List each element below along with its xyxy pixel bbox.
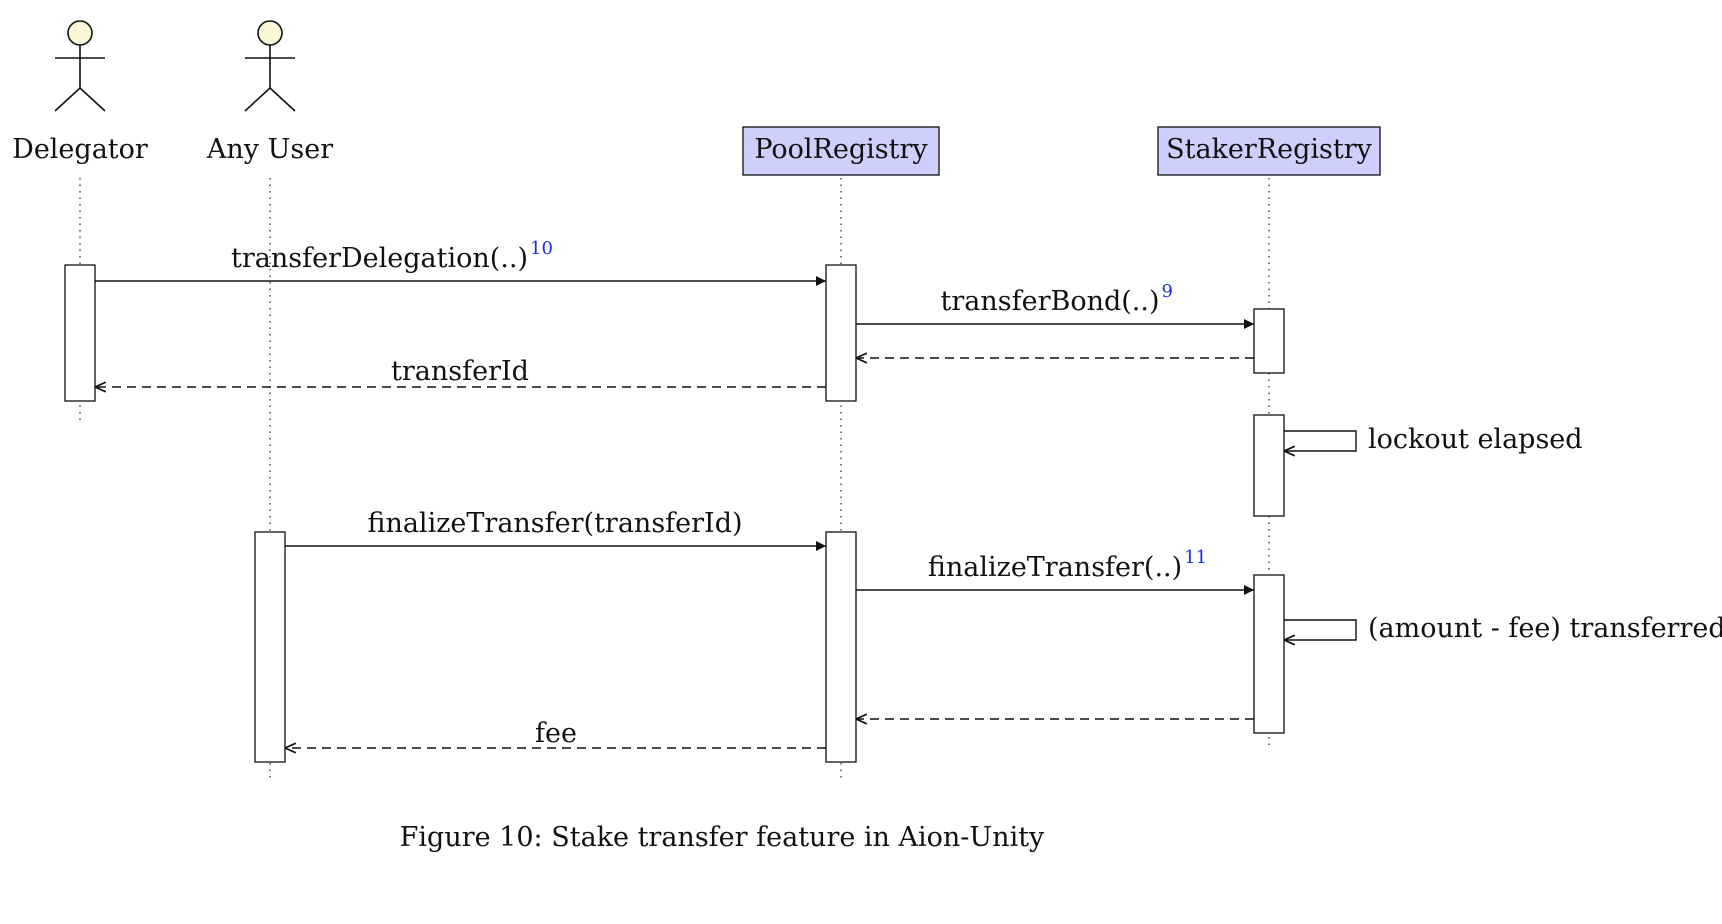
fee-label: fee (535, 718, 577, 749)
transfer-delegation-footnote: 10 (530, 238, 553, 259)
staker-registry-activation-1 (1253, 308, 1285, 374)
figure-caption: Figure 10: Stake transfer feature in Aio… (400, 822, 1045, 853)
pool-registry-activation-2 (825, 531, 857, 763)
pool-registry-box (742, 126, 940, 176)
transfer-delegation-label: transferDelegation(..) (231, 243, 528, 274)
finalize-transfer-footnote: 11 (1184, 547, 1207, 568)
lockout-elapsed-label: lockout elapsed (1368, 424, 1583, 455)
staker-registry-activation-3 (1253, 574, 1285, 734)
transfer-bond-footnote: 9 (1161, 281, 1172, 302)
fee-label-bg (530, 717, 582, 744)
transfer-id-label: transferId (391, 356, 529, 387)
delegator-actor-icon (54, 20, 106, 112)
any-user-label: Any User (206, 134, 333, 165)
amount-fee-self-arrow (1284, 619, 1357, 640)
staker-registry-label: StakerRegistry (1166, 134, 1373, 165)
pool-registry-activation-1 (825, 264, 857, 402)
delegator-label: Delegator (12, 134, 148, 165)
finalize-transfer-label: finalizeTransfer(..) (928, 552, 1182, 583)
lockout-self-arrow (1284, 430, 1357, 451)
amount-fee-transferred-label: (amount - fee) transferred (1368, 613, 1722, 644)
any-user-actor-icon (244, 20, 296, 112)
pool-registry-label: PoolRegistry (754, 134, 928, 165)
staker-registry-activation-2 (1253, 414, 1285, 517)
transfer-id-label-bg (392, 355, 532, 382)
transfer-bond-label: transferBond(..) (941, 286, 1160, 317)
delegator-activation (64, 264, 96, 402)
staker-registry-box (1157, 126, 1381, 176)
any-user-activation (254, 531, 286, 763)
finalize-transfer-id-label: finalizeTransfer(transferId) (367, 508, 742, 539)
